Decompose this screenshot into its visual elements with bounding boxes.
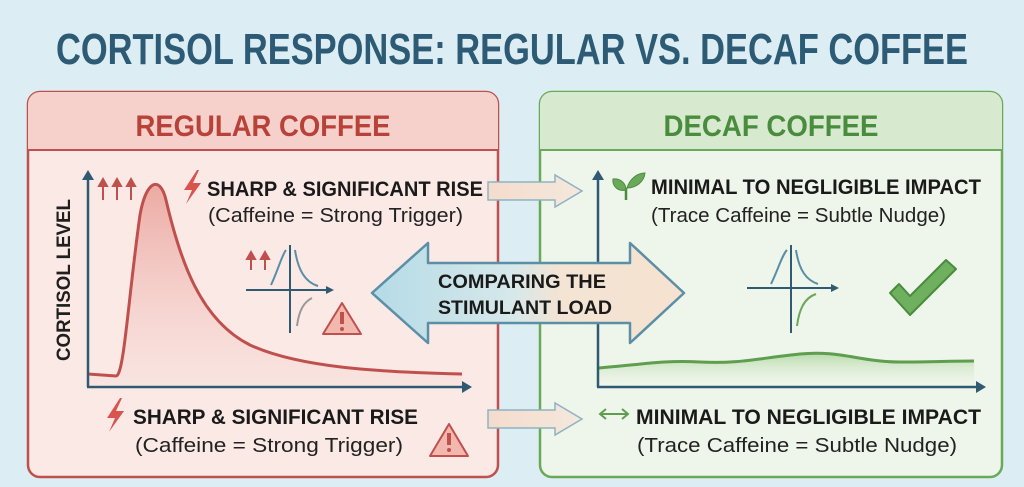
up-arrows-icon bbox=[97, 176, 137, 200]
connector-arrow-top bbox=[487, 173, 584, 209]
page-title: CORTISOL RESPONSE: REGULAR VS. DECAF COF… bbox=[56, 25, 968, 74]
y-axis-label: CORTISOL LEVEL bbox=[54, 199, 75, 361]
decaf-cortisol-chart bbox=[592, 170, 986, 393]
regular-bottom-subtext: (Caffeine = Strong Trigger) bbox=[135, 435, 403, 457]
comparison-line-2: STIMULANT LOAD bbox=[438, 298, 612, 319]
regular-bottom-heading: SHARP & SIGNIFICANT RISE bbox=[133, 406, 418, 429]
lightning-icon bbox=[184, 170, 201, 204]
comparison-line-1: COMPARING THE bbox=[438, 272, 606, 293]
decaf-cortisol-curve bbox=[597, 351, 975, 370]
regular-top-subtext: (Caffeine = Strong Trigger) bbox=[208, 205, 463, 227]
x-axis-arrowhead-icon bbox=[976, 381, 986, 393]
connector-arrow-bottom bbox=[487, 401, 584, 437]
regular-header: REGULAR COFFEE bbox=[136, 110, 391, 143]
warning-icon bbox=[322, 302, 362, 335]
decaf-bottom-heading: MINIMAL TO NEGLIGIBLE IMPACT bbox=[636, 406, 981, 429]
double-arrow-icon bbox=[598, 408, 630, 420]
mini-response-chart-icon bbox=[245, 245, 334, 333]
regular-coffee-panel: REGULAR COFFEE CORTISOL LEVEL SHARP & SI… bbox=[26, 90, 500, 479]
check-icon bbox=[889, 259, 957, 316]
regular-top-heading: SHARP & SIGNIFICANT RISE bbox=[207, 178, 483, 201]
y-axis-arrowhead-icon bbox=[82, 170, 94, 180]
decaf-top-heading: MINIMAL TO NEGLIGIBLE IMPACT bbox=[651, 176, 981, 199]
decaf-header: DECAF COFFEE bbox=[664, 110, 879, 143]
regular-cortisol-curve bbox=[87, 182, 463, 378]
comparison-arrow: COMPARING THE STIMULANT LOAD bbox=[370, 241, 686, 345]
x-axis-arrowhead-icon bbox=[462, 381, 472, 393]
mini-response-chart-icon bbox=[747, 245, 839, 333]
warning-icon bbox=[429, 423, 469, 457]
decaf-coffee-panel: DECAF COFFEE MINIMAL TO NEGLIGIBLE IMPAC… bbox=[538, 90, 1004, 479]
decaf-bottom-subtext: (Trace Caffeine = Subtle Nudge) bbox=[637, 435, 957, 457]
sprout-icon bbox=[612, 172, 646, 200]
regular-cortisol-chart: CORTISOL LEVEL bbox=[54, 170, 472, 393]
decaf-top-subtext: (Trace Caffeine = Subtle Nudge) bbox=[651, 205, 946, 227]
lightning-icon bbox=[107, 398, 124, 432]
y-axis-arrowhead-icon bbox=[592, 170, 604, 180]
